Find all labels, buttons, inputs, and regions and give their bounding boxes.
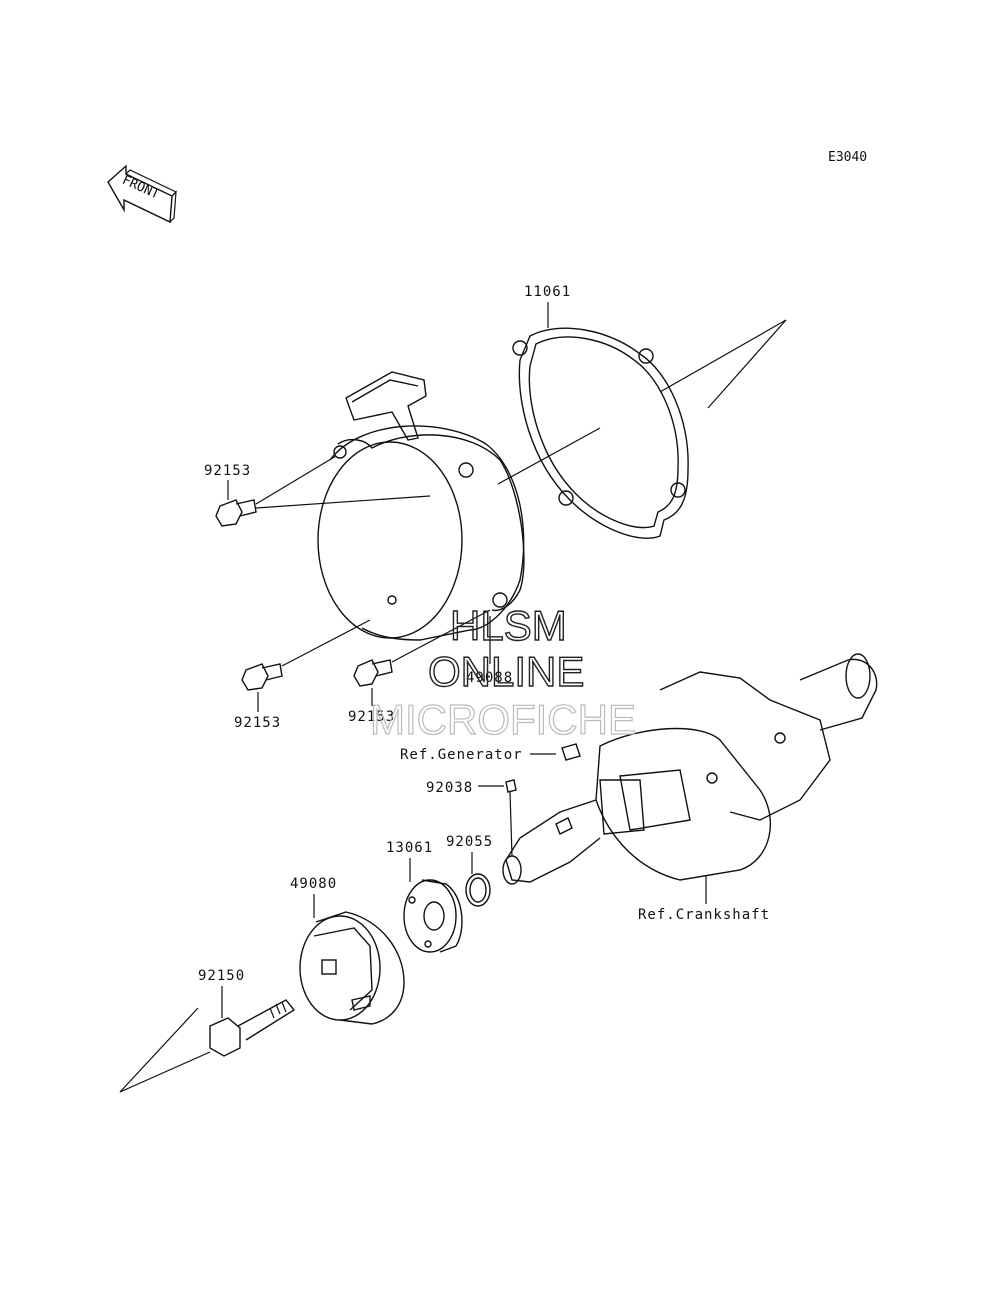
label-49088: 49088 — [466, 670, 513, 686]
label-49080: 49080 — [290, 876, 337, 892]
svg-text:HLSM: HLSM — [450, 602, 567, 649]
svg-text:MICROFICHE: MICROFICHE — [370, 696, 636, 743]
bolt-92153-lower-middle — [353, 659, 393, 687]
front-label: FRONT — [120, 173, 162, 203]
watermark: HLSM ONLINE MICROFICHE — [369, 601, 636, 743]
label-92038: 92038 — [426, 780, 473, 796]
label-13061: 13061 — [386, 840, 433, 856]
label-11061: 11061 — [524, 284, 571, 300]
bolt-92153-top — [215, 499, 257, 527]
diagram-code: E3040 — [828, 150, 867, 165]
clutch-49080 — [299, 911, 405, 1025]
label-92153-lower-middle: 92153 — [348, 709, 395, 725]
ref-generator: Ref.Generator — [400, 747, 523, 763]
label-92150: 92150 — [198, 968, 245, 984]
o-ring-92055 — [465, 873, 491, 907]
recoil-starter-cover — [317, 371, 525, 641]
label-92153-lower-left: 92153 — [234, 715, 281, 731]
pulley-13061 — [403, 879, 463, 953]
key-92038 — [505, 779, 517, 793]
axis-line-top — [659, 319, 787, 393]
label-92055: 92055 — [446, 834, 493, 850]
front-arrow-icon: FRONT — [107, 164, 178, 224]
label-92153-top: 92153 — [204, 463, 251, 479]
ref-crankshaft: Ref.Crankshaft — [638, 907, 770, 923]
bolt-92153-lower-left — [241, 663, 283, 691]
bolt-92150 — [209, 999, 296, 1057]
gasket-11061 — [512, 327, 689, 539]
svg-text:ONLINE: ONLINE — [428, 648, 584, 695]
crankshaft — [502, 653, 878, 885]
